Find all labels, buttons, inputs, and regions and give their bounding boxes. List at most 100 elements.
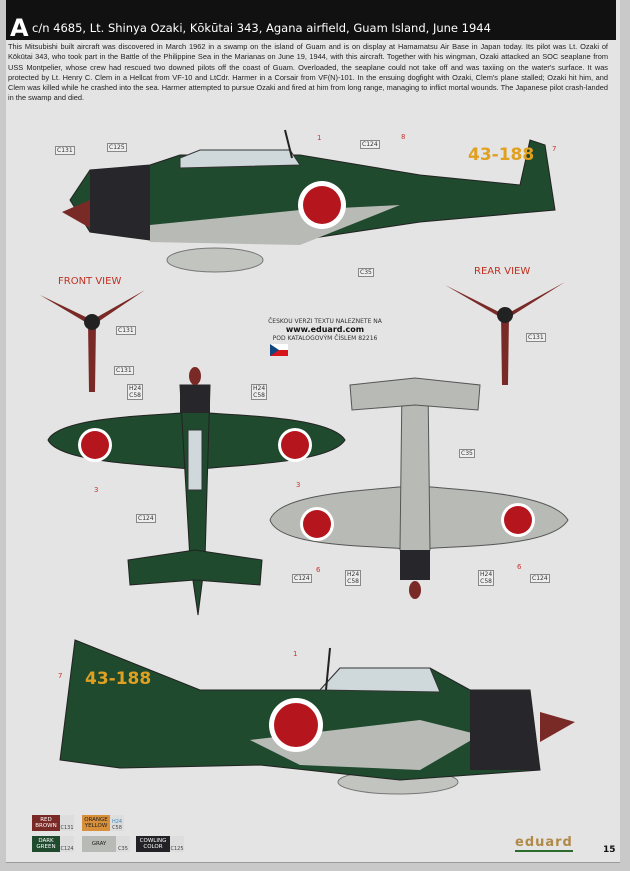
history-description: This Mitsubishi built aircraft was disco… (8, 42, 608, 103)
propeller-hub (497, 307, 513, 323)
callout-3: 3 (296, 481, 301, 489)
callout-c131: C131 (114, 366, 134, 375)
swatch-label: ORANGE YELLOW (82, 815, 110, 831)
legend-codes: C131 (60, 815, 74, 831)
swatch-label: RED BROWN (32, 815, 60, 831)
callout-6: 6 (316, 566, 321, 574)
front-view-propeller (40, 290, 145, 392)
legend-code: C58 (112, 825, 122, 831)
callout-c124: C124 (360, 140, 380, 149)
canopy (318, 667, 441, 693)
front-view-label: FRONT VIEW (58, 276, 122, 287)
czech-note-url[interactable]: www.eduard.com (285, 325, 365, 334)
callout-code-h24: H24 (129, 385, 142, 392)
czech-flag-icon (270, 344, 288, 356)
cowling (180, 385, 210, 413)
top-view (47, 367, 346, 616)
legend-red-brown: RED BROWN C131 (32, 815, 74, 831)
cowling (400, 550, 430, 580)
callout-1: 1 (317, 134, 322, 142)
hinomaru (303, 186, 341, 224)
canopy (179, 149, 301, 169)
side-view-right: 43-188 (59, 639, 575, 795)
antenna-mast (284, 129, 293, 159)
swatch-label: COWLING COLOR (136, 836, 170, 852)
hinomaru (274, 703, 318, 747)
canopy (187, 429, 203, 491)
swatch-label: DARK GREEN (32, 836, 60, 852)
hinomaru (281, 431, 309, 459)
czech-note-line1: ČESKOU VERZI TEXTU NALEZNETE NA (268, 318, 382, 325)
callout-c124: C124 (292, 574, 312, 583)
hinomaru (81, 431, 109, 459)
rear-view-label: REAR VIEW (474, 266, 531, 277)
legend-code: C131 (60, 825, 74, 831)
legend-dark-green: DARK GREEN C124 (32, 836, 74, 852)
title-bar: A c/n 4685, Lt. Shinya Ozaki, Kōkūtai 34… (6, 0, 616, 42)
callout-code-h24: H24 (347, 571, 360, 578)
callout-7: 7 (58, 672, 63, 680)
czech-note-line2: POD KATALOGOVÝM ČÍSLEM 82216 (272, 335, 378, 342)
propeller-blade (501, 315, 509, 385)
callout-6: 6 (517, 563, 522, 571)
side-view-left: 43-188 (62, 129, 556, 273)
legend-cowling: COWLING COLOR C125 (136, 836, 184, 852)
spinner (540, 712, 575, 742)
callout-c131: C131 (116, 326, 136, 335)
callout-code-c58: C58 (347, 578, 359, 585)
callout-c125: C125 (107, 143, 127, 152)
callout-c131: C131 (55, 146, 75, 155)
bottom-view (269, 377, 569, 599)
hinomaru (504, 506, 532, 534)
scheme-title: c/n 4685, Lt. Shinya Ozaki, Kōkūtai 343,… (32, 21, 491, 35)
callout-7: 7 (552, 145, 557, 153)
czech-note: ČESKOU VERZI TEXTU NALEZNETE NA www.edua… (240, 318, 410, 343)
callout-c124: C124 (136, 514, 156, 523)
wing-underside (250, 720, 480, 770)
callout-code-h24: H24 (253, 385, 266, 392)
callout-1: 1 (293, 650, 298, 658)
antenna-mast (325, 647, 331, 691)
spinner (62, 200, 90, 228)
legend-code: C35 (118, 846, 128, 852)
legend-code: C124 (60, 846, 74, 852)
callout-code-h24: H24 (480, 571, 493, 578)
tail-code: 43-188 (468, 145, 534, 165)
legend-code: H24 (111, 819, 123, 825)
legend-codes: C35 (116, 836, 130, 852)
propeller-blade (88, 322, 96, 392)
callout-c124: C124 (530, 574, 550, 583)
legend-gray: GRAY C35 (82, 836, 130, 852)
tail-code-2: 43-188 (85, 669, 151, 689)
spinner (409, 581, 421, 599)
cowling (470, 690, 540, 770)
callout-c35: C35 (358, 268, 374, 277)
legend-codes: C125 (170, 836, 184, 852)
drop-tank (166, 247, 264, 273)
fuselage (399, 384, 431, 571)
callout-code-c58: C58 (129, 392, 141, 399)
tailplane (127, 549, 263, 586)
legend-codes: C124 (60, 836, 74, 852)
callout-code-c58: C58 (480, 578, 492, 585)
callout-8: 8 (401, 133, 406, 141)
tailplane (349, 377, 481, 411)
cowling (90, 165, 150, 240)
callout-3: 3 (94, 486, 99, 494)
scheme-letter: A (10, 14, 29, 42)
legend-code: C125 (170, 846, 184, 852)
callout-c131: C131 (526, 333, 546, 342)
callout-code-c58: C58 (253, 392, 265, 399)
callout-c35: C35 (459, 449, 475, 458)
eduard-logo: eduard (515, 835, 573, 852)
hinomaru (303, 510, 331, 538)
spinner (189, 367, 201, 385)
propeller-hub (84, 314, 100, 330)
